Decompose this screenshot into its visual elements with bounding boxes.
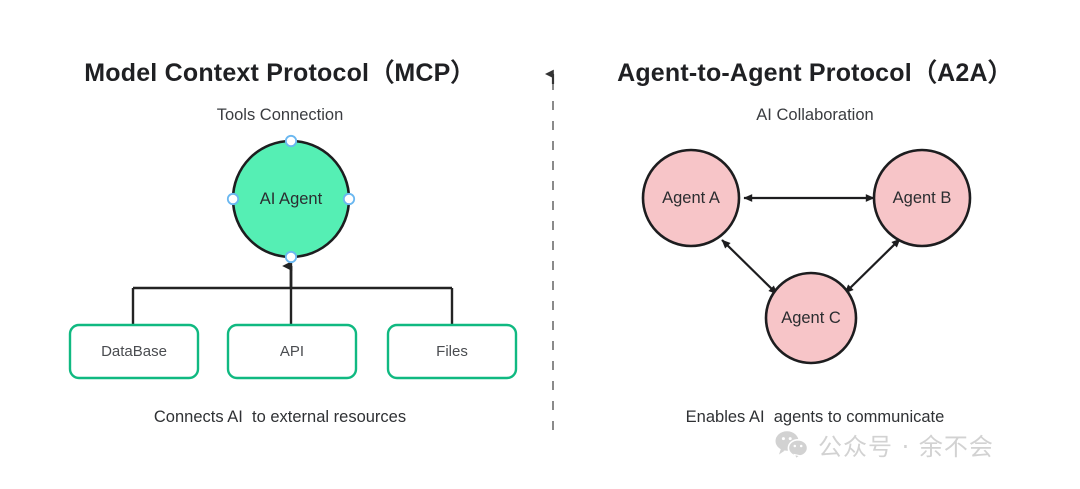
wechat-icon	[775, 431, 809, 459]
resource-label-api[interactable]: API	[279, 343, 305, 360]
resource-box-api[interactable]	[226, 323, 358, 380]
ai-agent-circle[interactable]	[231, 139, 351, 259]
selection-handles[interactable]	[226, 134, 356, 264]
mcp-panel-subtitle: Tools Connection	[216, 106, 344, 124]
mcp-panel-caption: Connects AI to external resources	[153, 408, 407, 426]
resource-boxes-group	[68, 323, 518, 380]
resource-box-database[interactable]	[68, 323, 200, 380]
agent-b-circle[interactable]	[872, 148, 972, 248]
link-agent-a-to-agent-c	[721, 239, 778, 295]
resource-label-database[interactable]: DataBase	[101, 343, 167, 360]
mcp-panel-title: Model Context Protocol（MCP）	[84, 59, 476, 87]
a2a-panel-title: Agent-to-Agent Protocol（A2A）	[617, 59, 1013, 87]
agent-a-circle[interactable]	[641, 148, 741, 248]
resource-label-files[interactable]: Files	[436, 343, 468, 360]
mcp-connector-group	[131, 260, 454, 325]
a2a-agents-group	[641, 148, 972, 365]
resource-box-files[interactable]	[386, 323, 518, 380]
selection-handle-right[interactable]	[342, 192, 356, 206]
a2a-links-group	[721, 194, 901, 295]
selection-handle-left[interactable]	[226, 192, 240, 206]
selection-handle-bottom[interactable]	[284, 250, 298, 264]
a2a-panel-caption: Enables AI agents to communicate	[685, 408, 945, 426]
watermark-text: 公众号 · 余不会	[818, 433, 994, 461]
ai-agent-node[interactable]	[231, 139, 351, 259]
a2a-panel-subtitle: AI Collaboration	[756, 106, 874, 124]
link-agent-c-to-agent-b	[844, 238, 901, 294]
watermark: 公众号 · 余不会	[775, 427, 994, 462]
agent-c-circle[interactable]	[764, 271, 858, 365]
selection-handle-top[interactable]	[284, 134, 298, 148]
